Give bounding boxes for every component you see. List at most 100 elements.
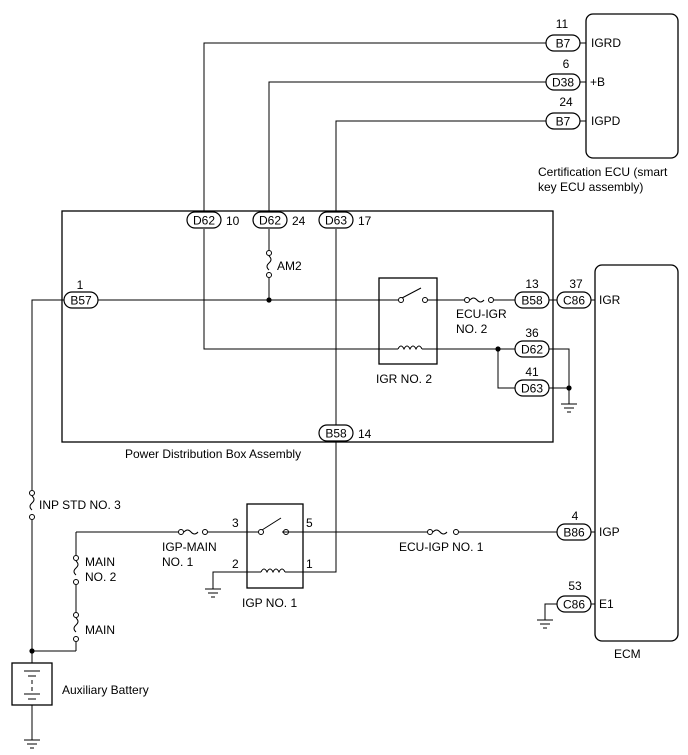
connector-pin-number: 53 xyxy=(568,579,582,593)
connector-shape xyxy=(556,595,592,613)
ground-symbol xyxy=(561,403,577,413)
connector-d38-6: D38 6 +B xyxy=(545,57,605,91)
relay-switch-icon xyxy=(258,517,289,535)
connector-code: C86 xyxy=(563,294,585,308)
connector-shape xyxy=(545,73,581,91)
ground-symbol xyxy=(24,739,40,749)
terminal-signal-label: IGPD xyxy=(591,114,621,128)
ecm-box xyxy=(594,264,679,642)
ground-symbol xyxy=(537,619,553,629)
connector-pin-number: 14 xyxy=(358,427,372,441)
connector-shape xyxy=(556,291,592,309)
connector-pin-number: 36 xyxy=(525,326,539,340)
connector-pin-number: 6 xyxy=(563,57,570,71)
connector-pin-number: 10 xyxy=(226,214,240,228)
connector-pin-number: 37 xyxy=(569,277,583,291)
igp-relay-box xyxy=(246,503,304,589)
connector-code: B7 xyxy=(556,115,571,129)
ecu-igr-fuse-label-line1: ECU-IGR xyxy=(456,307,507,321)
terminal-signal-label: IGRD xyxy=(591,36,621,50)
terminal-signal-label: IGP xyxy=(599,525,620,539)
main-no2-fuse-label-line2: NO. 2 xyxy=(85,570,117,584)
connector-d62-10: D62 10 xyxy=(186,211,240,229)
wires xyxy=(31,42,595,740)
ecu-igr-fuse-label-line2: NO. 2 xyxy=(456,322,488,336)
igp-relay-label: IGP NO. 1 xyxy=(242,596,297,610)
auxiliary-battery-box xyxy=(11,662,53,706)
auxiliary-battery-label: Auxiliary Battery xyxy=(62,683,149,697)
relay-pin-2: 2 xyxy=(232,557,239,571)
connector-shape xyxy=(514,291,550,309)
certification-ecu-box xyxy=(585,13,679,159)
connector-pin-number: 13 xyxy=(525,277,539,291)
main-fuse-label: MAIN xyxy=(85,623,115,637)
connector-shape xyxy=(318,424,354,442)
am2-fuse-label: AM2 xyxy=(277,259,302,273)
connector-pin-number: 17 xyxy=(358,214,372,228)
connector-code: D62 xyxy=(193,214,215,228)
relay-pin-1: 1 xyxy=(306,557,313,571)
igp-main-fuse-label-line1: IGP-MAIN xyxy=(162,540,217,554)
main-fuse-icon xyxy=(73,612,79,642)
connector-shape xyxy=(545,112,581,130)
connector-pin-number: 1 xyxy=(77,278,84,292)
am2-fuse-icon xyxy=(266,250,272,278)
connector-b58-14: B58 14 xyxy=(318,424,372,442)
connector-pin-number: 24 xyxy=(292,214,306,228)
connector-pin-number: 11 xyxy=(556,17,569,31)
main-no2-fuse-label-line1: MAIN xyxy=(85,555,115,569)
terminal-signal-label: +B xyxy=(590,75,605,89)
relay-switch-icon xyxy=(398,287,428,303)
junction-dot xyxy=(266,297,272,303)
connector-pin-number: 41 xyxy=(525,365,539,379)
connector-code: D62 xyxy=(259,214,281,228)
junction-dot xyxy=(495,346,501,352)
connector-pin-number: 4 xyxy=(572,509,579,523)
ecm-label: ECM xyxy=(614,647,641,661)
certification-ecu-label-line2: key ECU assembly) xyxy=(538,180,643,194)
connector-shape xyxy=(556,523,592,541)
connector-code: C86 xyxy=(563,598,585,612)
connector-code: D63 xyxy=(325,214,347,228)
junction-dot xyxy=(29,648,35,654)
igr-relay-label: IGR NO. 2 xyxy=(376,372,432,386)
inp-std-fuse-label: INP STD NO. 3 xyxy=(39,498,121,512)
battery-icon xyxy=(24,670,40,700)
igr-relay-box xyxy=(378,277,438,365)
relay-pin-3: 3 xyxy=(232,516,239,530)
connector-shape xyxy=(514,379,550,397)
connector-shape xyxy=(545,34,581,52)
connector-shape xyxy=(252,211,288,229)
connector-code: B58 xyxy=(521,294,543,308)
ground-symbol xyxy=(205,588,221,598)
power-distribution-box-label: Power Distribution Box Assembly xyxy=(125,447,301,461)
connector-shape xyxy=(318,211,354,229)
ecu-igp-fuse-label: ECU-IGP NO. 1 xyxy=(399,540,484,554)
connector-code: D38 xyxy=(552,76,574,90)
connector-shape xyxy=(186,211,222,229)
connector-code: D62 xyxy=(521,343,543,357)
connector-pin-number: 24 xyxy=(559,95,573,109)
junction-dot xyxy=(566,385,572,391)
connector-d63-17: D63 17 xyxy=(318,211,372,229)
connector-code: B58 xyxy=(325,427,347,441)
igp-main-fuse-label-line2: NO. 1 xyxy=(162,555,194,569)
inp-std-fuse-icon xyxy=(29,490,35,520)
relay-coil-icon xyxy=(260,568,286,574)
connector-d62-24: D62 24 xyxy=(252,211,306,229)
igp-main-fuse-icon xyxy=(178,529,208,535)
connector-code: B57 xyxy=(70,294,92,308)
terminal-signal-label: IGR xyxy=(599,293,621,307)
terminal-signal-label: E1 xyxy=(599,597,614,611)
connector-code: B7 xyxy=(556,37,571,51)
